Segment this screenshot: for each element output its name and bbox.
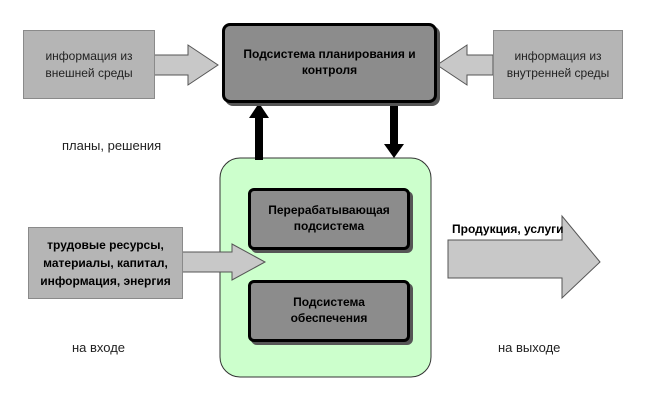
external-info-text: информация из внешней среды [45, 49, 133, 80]
internal-info-text: информация из внутренней среды [506, 49, 610, 80]
internal-info-arrow [436, 44, 494, 86]
plans-decisions-label: планы, решения [62, 138, 162, 153]
processing-subsystem-box: Перерабатывающая подсистема [248, 188, 410, 250]
processing-subsystem-text: Перерабатывающая подсистема [268, 203, 390, 233]
planning-control-box: Подсистема планирования и контроля [222, 23, 437, 103]
input-arrow [179, 243, 267, 281]
inputs-box: трудовые ресурсы, материалы, капитал, ин… [28, 227, 183, 299]
at-input-label: на входе [72, 340, 126, 355]
up-arrow [249, 103, 269, 160]
support-subsystem-box: Подсистема обеспечения [248, 280, 410, 342]
at-output-label: на выходе [498, 340, 561, 355]
external-info-arrow [151, 44, 219, 86]
output-arrow [447, 214, 601, 300]
inputs-text: трудовые ресурсы, материалы, капитал, ин… [40, 238, 171, 288]
support-subsystem-text: Подсистема обеспечения [290, 295, 368, 325]
down-arrow [384, 103, 404, 158]
external-info-box: информация из внешней среды [23, 30, 155, 99]
output-label: Продукция, услуги [452, 222, 564, 236]
planning-control-text: Подсистема планирования и контроля [243, 47, 416, 77]
internal-info-box: информация из внутренней среды [493, 30, 623, 99]
